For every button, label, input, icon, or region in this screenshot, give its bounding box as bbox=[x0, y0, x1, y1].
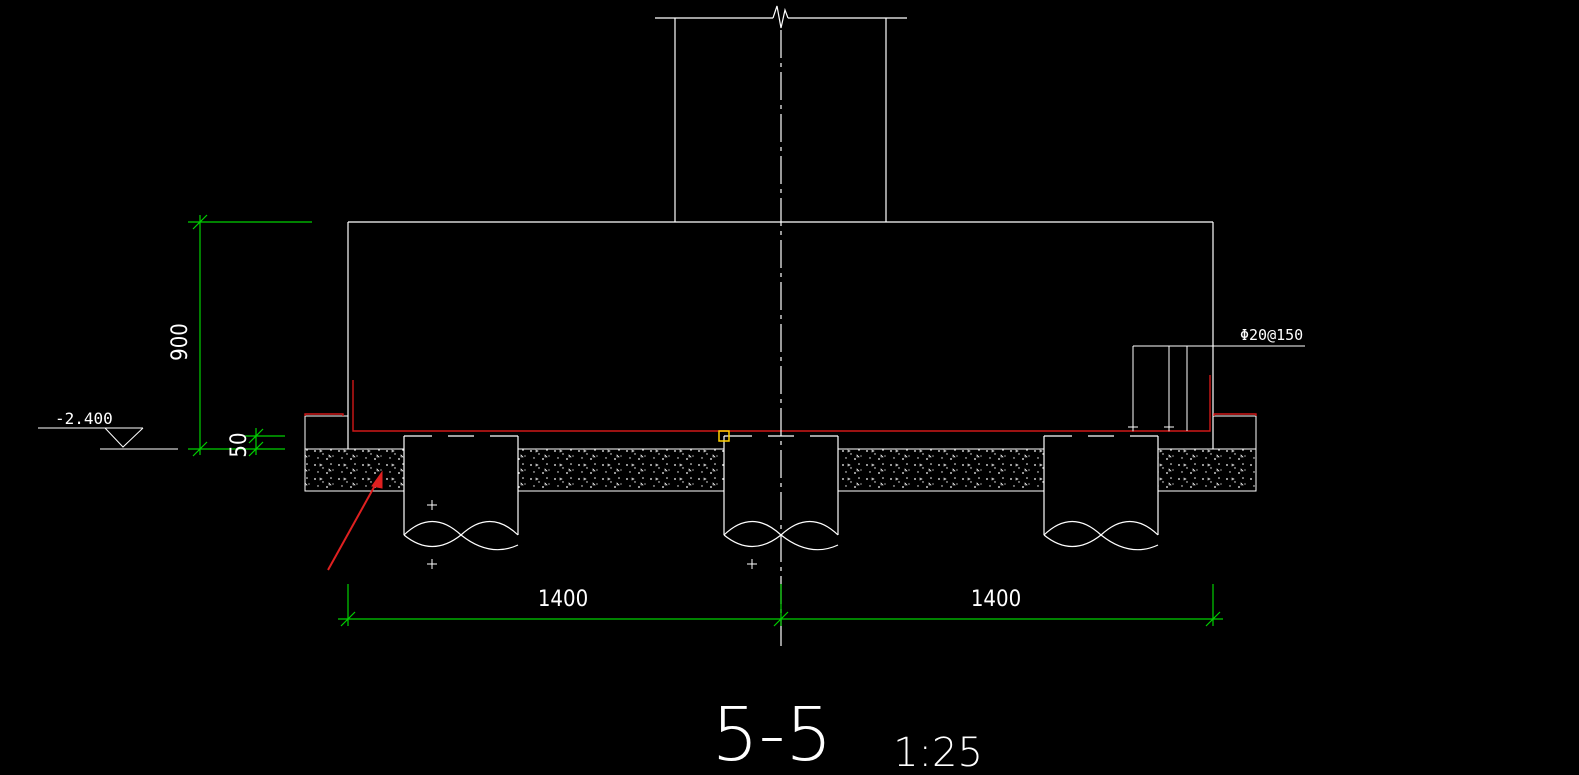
column bbox=[655, 5, 907, 222]
height-dimension bbox=[188, 214, 312, 457]
selection-grip-icon[interactable] bbox=[718, 430, 730, 442]
rebar-label: Φ20@150 bbox=[1240, 326, 1303, 344]
rebar-leader bbox=[1132, 345, 1305, 431]
elevation-label: -2.400 bbox=[55, 409, 113, 428]
section-title: 5-5 bbox=[712, 692, 833, 775]
annotation-arrow-icon bbox=[327, 470, 383, 571]
pile-left bbox=[403, 435, 519, 551]
concrete-cushion bbox=[304, 415, 1257, 492]
pile-right bbox=[1043, 435, 1159, 551]
cap-height-dimension: 900 bbox=[168, 323, 193, 361]
left-span-dimension: 1400 bbox=[538, 587, 588, 612]
cushion-thickness-dimension: 50 bbox=[227, 432, 252, 457]
scale-label: 1:25 bbox=[893, 730, 983, 775]
elevation-symbol bbox=[38, 427, 178, 450]
span-dimension bbox=[338, 584, 1223, 627]
right-span-dimension: 1400 bbox=[971, 587, 1021, 612]
